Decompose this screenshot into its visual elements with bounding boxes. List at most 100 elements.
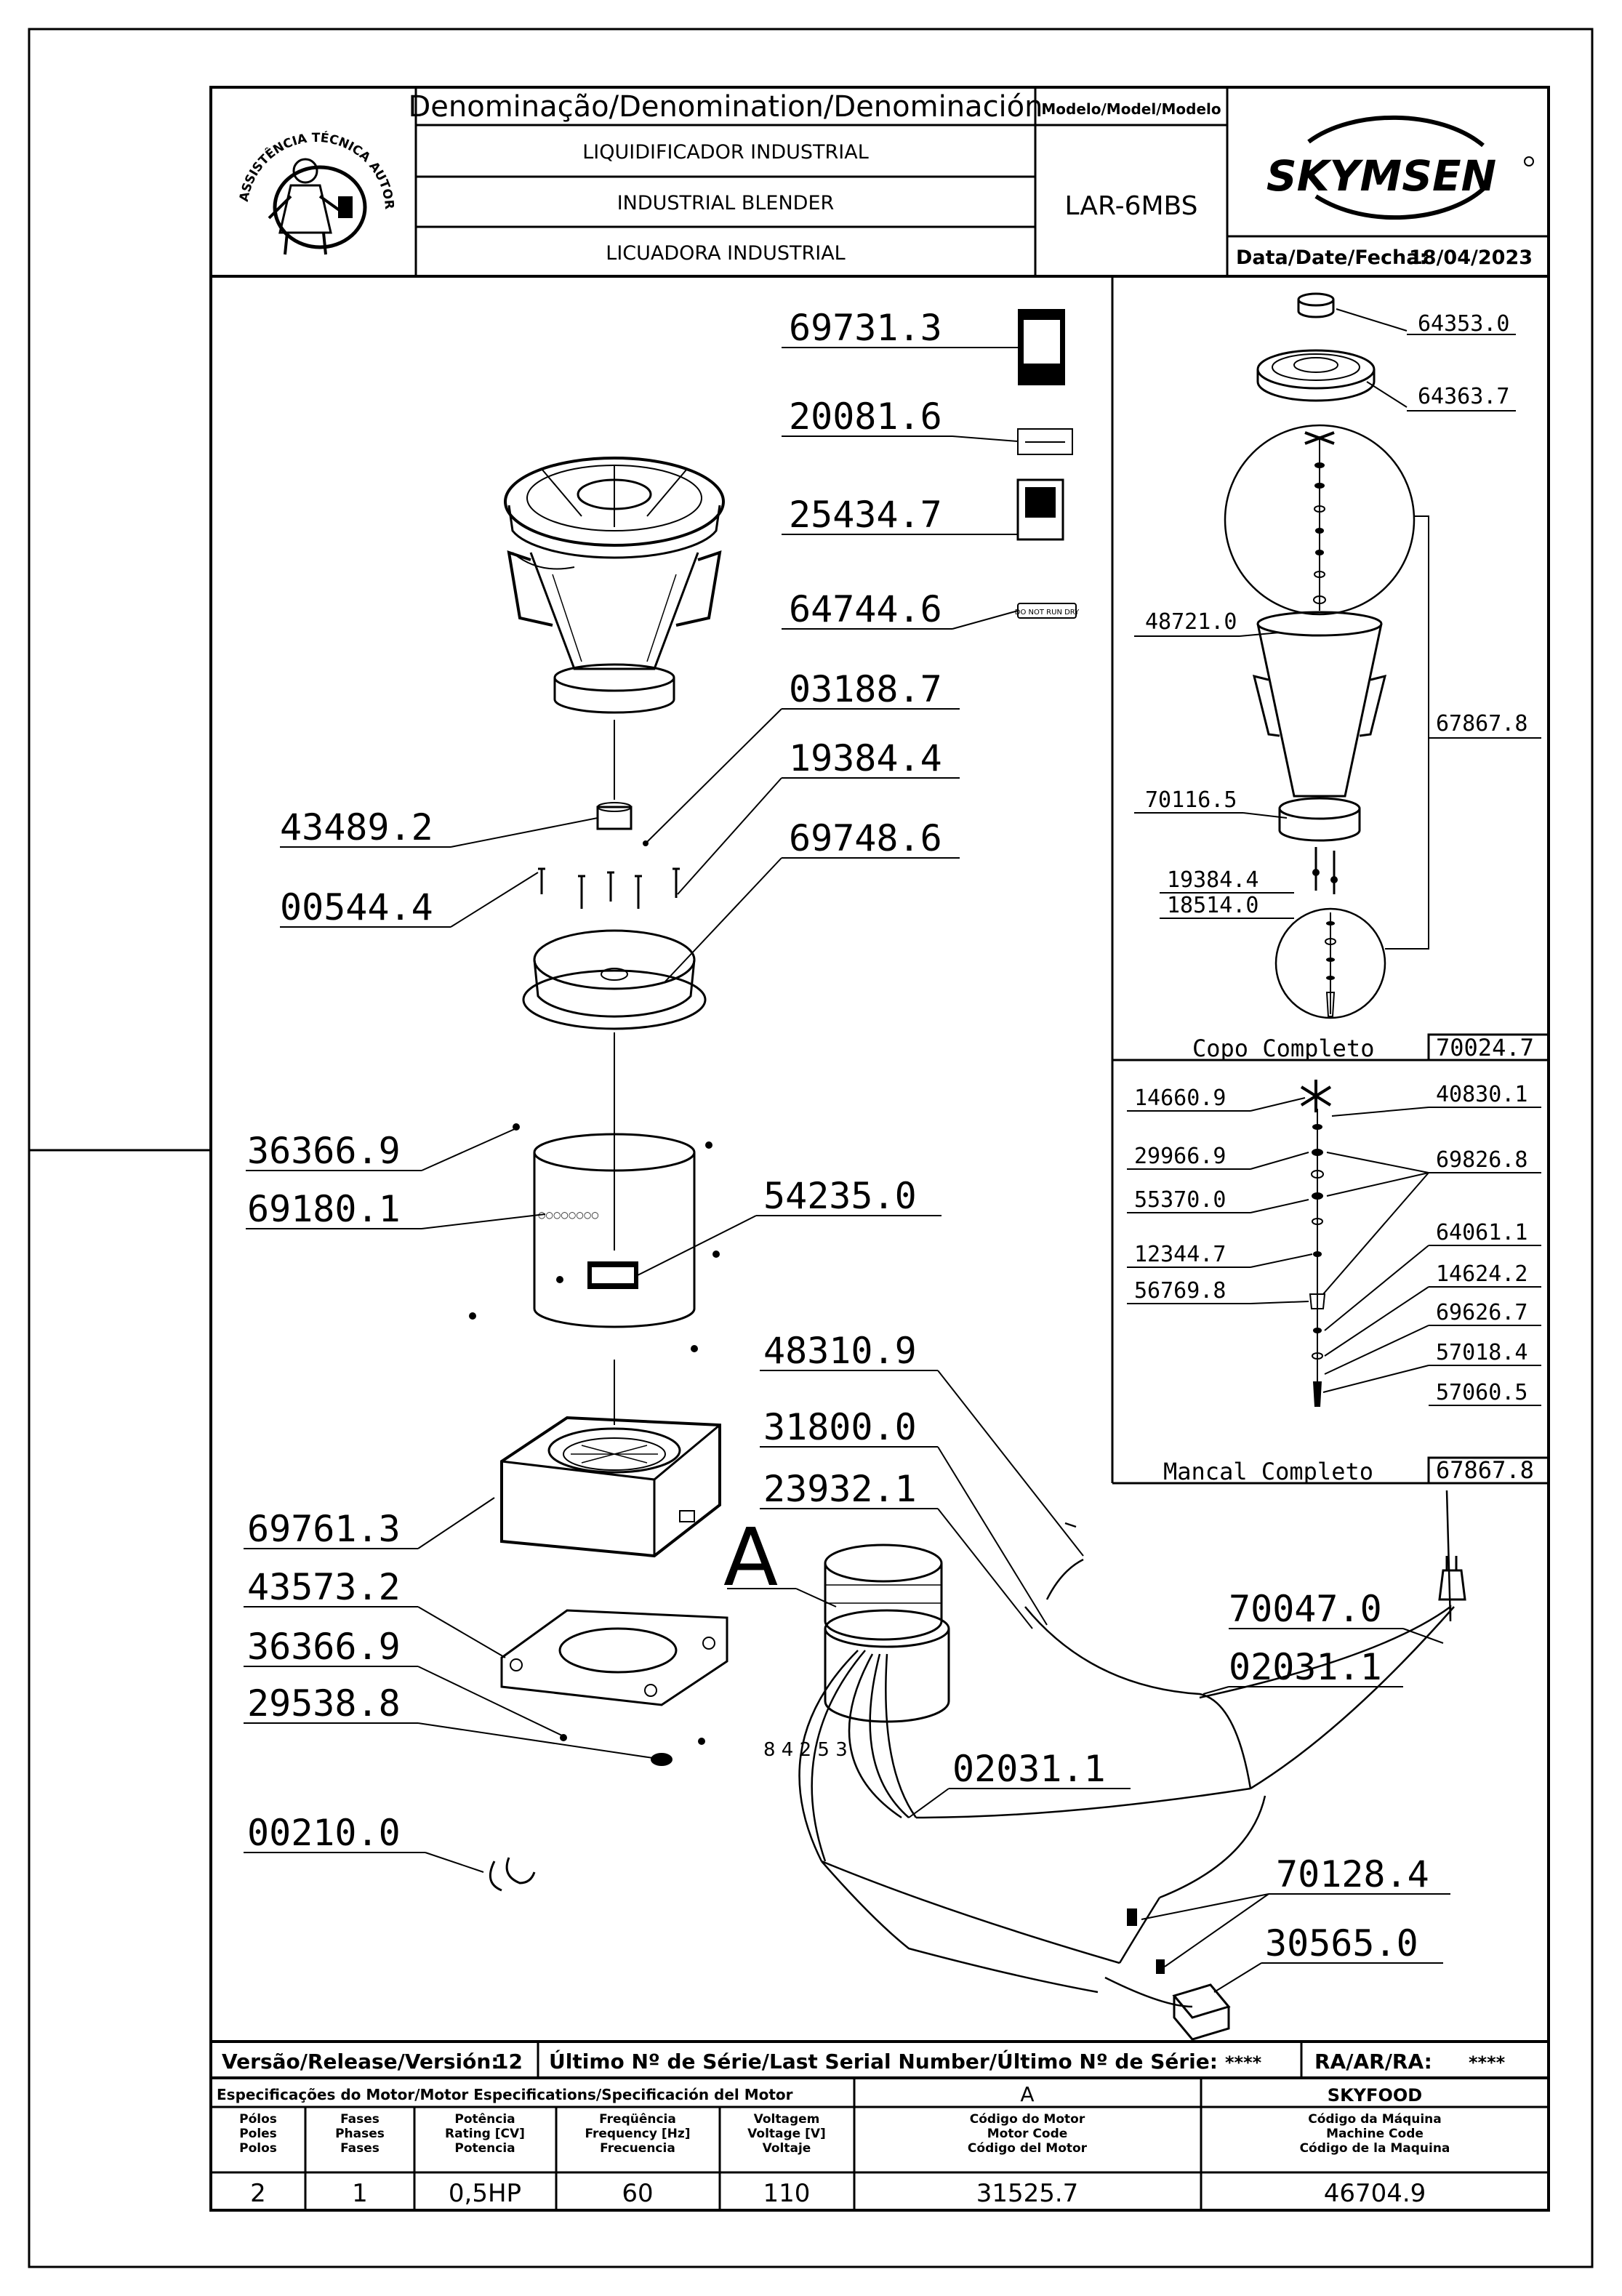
label-02031-center: 02031.1 xyxy=(952,1748,1106,1790)
drawing-frame xyxy=(209,86,1550,2212)
value-voltage: 110 xyxy=(763,2179,811,2208)
col-freq-en: Frequency [Hz] xyxy=(585,2127,690,2141)
date-value: 18/04/2023 xyxy=(1409,246,1533,269)
base-housing xyxy=(500,1416,721,1558)
value-frequency: 60 xyxy=(622,2179,653,2208)
skymsen-logo: SKYMSEN xyxy=(1266,115,1534,220)
label-23932: 23932.1 xyxy=(763,1468,917,1510)
mancal-completo-title: Mancal Completo xyxy=(1163,1458,1373,1485)
mancal-completo-panel: 14660.9 40830.1 29966.9 69826.8 55370.0 … xyxy=(1127,1080,1550,1485)
col-power-pt: Potência xyxy=(454,2112,515,2127)
name-spanish: LICUADORA INDUSTRIAL xyxy=(606,242,845,265)
wiring xyxy=(798,1490,1455,2008)
sticker-25434 xyxy=(1016,478,1064,541)
value-power: 0,5HP xyxy=(449,2179,521,2208)
label-57060: 57060.5 xyxy=(1436,1380,1527,1405)
label-69761: 69761.3 xyxy=(247,1508,401,1550)
mancal-completo-code: 67867.8 xyxy=(1436,1456,1534,1484)
main-exploded-view: DO NOT RUN DRY xyxy=(244,307,1466,2041)
power-plug xyxy=(1438,1569,1466,1601)
label-29538: 29538.8 xyxy=(247,1682,401,1725)
label-19384-copo: 19384.4 xyxy=(1167,867,1258,893)
label-43573: 43573.2 xyxy=(247,1566,401,1608)
label-57018: 57018.4 xyxy=(1436,1340,1527,1365)
col-voltage-pt: Voltagem xyxy=(754,2112,820,2127)
label-69826: 69826.8 xyxy=(1436,1147,1527,1173)
col-motor-code-es: Código del Motor xyxy=(968,2141,1088,2156)
label-43489: 43489.2 xyxy=(280,806,433,848)
label-70116: 70116.5 xyxy=(1145,787,1237,813)
col-voltage-en: Voltage [V] xyxy=(747,2127,826,2141)
sticker-64744-text: DO NOT RUN DRY xyxy=(1015,609,1080,617)
label-69731: 69731.3 xyxy=(789,307,942,349)
col-voltage-es: Voltaje xyxy=(763,2141,811,2156)
date-label: Data/Date/Fecha: xyxy=(1236,246,1427,269)
col-poles-pt: Pólos xyxy=(239,2112,277,2127)
label-36366-top: 36366.9 xyxy=(247,1130,401,1172)
label-20081: 20081.6 xyxy=(789,396,942,438)
label-12344: 12344.7 xyxy=(1134,1242,1226,1267)
detail-letter-a: A xyxy=(723,1511,778,1604)
label-70047: 70047.0 xyxy=(1229,1588,1382,1630)
model-value: LAR-6MBS xyxy=(1065,191,1198,221)
name-english: INDUSTRIAL BLENDER xyxy=(617,192,835,214)
motor-code-letter: A xyxy=(1020,2082,1034,2106)
label-64061: 64061.1 xyxy=(1436,1220,1527,1245)
label-64363: 64363.7 xyxy=(1418,384,1509,409)
ra-label: RA/AR/RA: xyxy=(1314,2050,1432,2074)
copo-completo-code: 70024.7 xyxy=(1436,1034,1534,1061)
version-label: Versão/Release/Versión: xyxy=(222,2050,499,2074)
brand-name: SKYMSEN xyxy=(1266,151,1496,201)
label-29966: 29966.9 xyxy=(1134,1144,1226,1169)
copo-completo-title: Copo Completo xyxy=(1192,1035,1374,1062)
label-67867-copo: 67867.8 xyxy=(1436,711,1527,736)
label-64353: 64353.0 xyxy=(1418,311,1509,337)
col-phases-en: Phases xyxy=(335,2127,385,2141)
model-title: Modelo/Model/Modelo xyxy=(1041,100,1221,118)
col-phases-pt: Fases xyxy=(340,2112,380,2127)
label-55370: 55370.0 xyxy=(1134,1187,1226,1213)
label-69626: 69626.7 xyxy=(1436,1300,1527,1325)
label-48721: 48721.0 xyxy=(1145,609,1237,635)
wire-numbers: 8 4 2 5 3 xyxy=(763,1739,848,1761)
svg-text:○○○○○○○○: ○○○○○○○○ xyxy=(538,1210,599,1220)
label-30565: 30565.0 xyxy=(1265,1922,1418,1964)
bottom-plate xyxy=(500,1609,728,1706)
col-phases-es: Fases xyxy=(340,2141,380,2156)
label-70128: 70128.4 xyxy=(1276,1853,1429,1895)
seal-text: ASSISTÊNCIA TÉCNICA AUTORIZADA xyxy=(0,0,396,210)
switch xyxy=(1172,1983,1231,2019)
label-25434: 25434.7 xyxy=(789,494,942,536)
col-motor-code-pt: Código do Motor xyxy=(970,2112,1085,2127)
label-14624: 14624.2 xyxy=(1436,1261,1527,1287)
col-machine-code-en: Machine Code xyxy=(1326,2127,1424,2141)
label-00544: 00544.4 xyxy=(280,886,433,928)
label-00210: 00210.0 xyxy=(247,1812,401,1854)
label-02031-right: 02031.1 xyxy=(1229,1646,1382,1688)
label-40830: 40830.1 xyxy=(1436,1082,1527,1107)
value-phases: 1 xyxy=(352,2179,368,2208)
screws xyxy=(538,867,680,909)
col-freq-es: Frecuencia xyxy=(600,2141,675,2156)
motor-housing-cylinder: ○○○○○○○○ xyxy=(533,1133,696,1328)
motor-spec-title: Especificações do Motor/Motor Especifica… xyxy=(217,2086,793,2103)
authorized-assistance-seal: ASSISTÊNCIA TÉCNICA AUTORIZADA xyxy=(0,0,396,255)
col-machine-code-pt: Código da Máquina xyxy=(1308,2112,1442,2127)
value-motor-code: 31525.7 xyxy=(976,2179,1079,2208)
title-block: Denominação/Denomination/Denominación Mo… xyxy=(0,0,1549,278)
value-machine-code: 46704.9 xyxy=(1324,2179,1426,2208)
label-54235: 54235.0 xyxy=(763,1175,917,1217)
ra-value: **** xyxy=(1469,2052,1506,2073)
label-18514: 18514.0 xyxy=(1167,893,1258,918)
blender-jar xyxy=(504,457,725,714)
copo-completo-panel: 64353.0 64363.7 48721.0 67867.8 70116.5 … xyxy=(1111,276,1550,1485)
col-power-en: Rating [CV] xyxy=(445,2127,525,2141)
motor-assembly xyxy=(824,1544,950,1723)
value-poles: 2 xyxy=(250,2179,266,2208)
col-motor-code-en: Motor Code xyxy=(987,2127,1068,2141)
label-56769: 56769.8 xyxy=(1134,1278,1226,1304)
label-69748: 69748.6 xyxy=(789,817,942,859)
label-36366-bottom: 36366.9 xyxy=(247,1626,401,1668)
col-freq-pt: Freqüência xyxy=(599,2112,676,2127)
label-64744: 64744.6 xyxy=(789,588,942,630)
